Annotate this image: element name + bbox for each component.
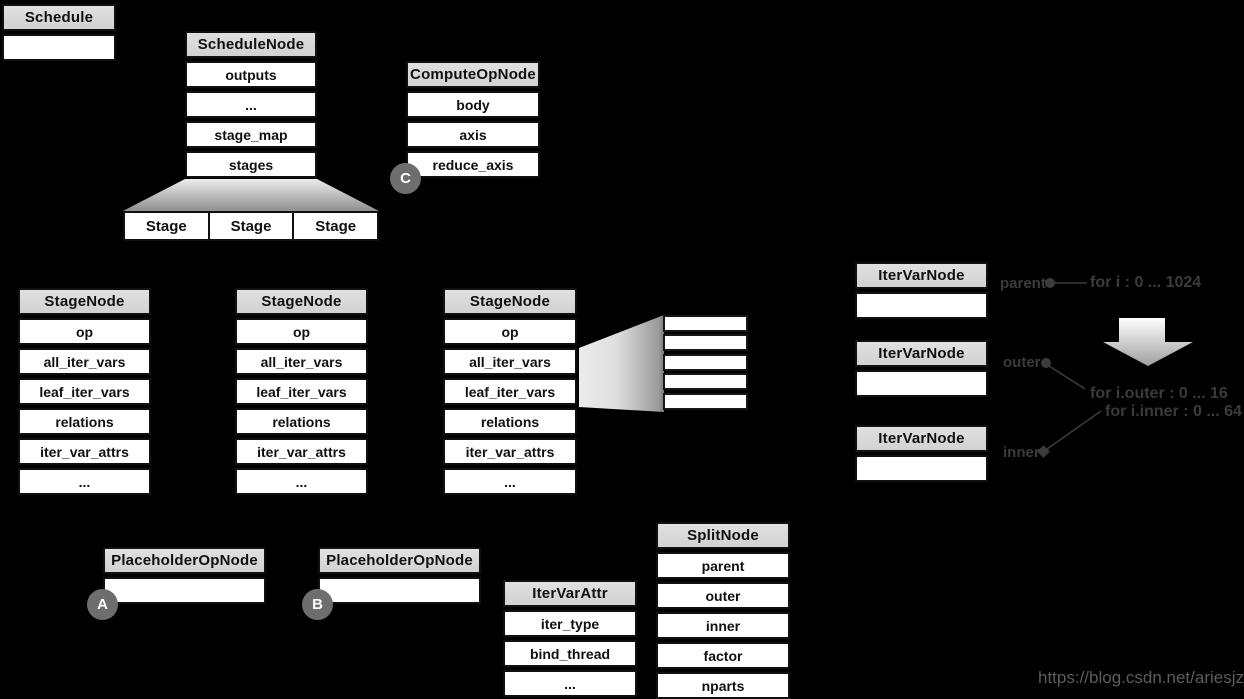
loop-inner-text: for i.inner : 0 ... 64	[1105, 403, 1242, 420]
table-row: iter_type	[503, 610, 637, 637]
table-empty-row	[103, 577, 266, 604]
table-empty-row	[855, 455, 988, 482]
table-iter-var-attr-header: IterVarAttr	[503, 580, 637, 607]
badge-c: C	[390, 163, 421, 194]
table-schedule-node-header: ScheduleNode	[185, 31, 317, 58]
badge-a: A	[87, 589, 118, 620]
table-row: factor	[656, 642, 790, 669]
table-schedule-empty-row	[2, 34, 116, 61]
loop-outer-text: for i.outer : 0 ... 16	[1090, 385, 1228, 402]
table-split-node-header: SplitNode	[656, 522, 790, 549]
expanded-list-row	[663, 334, 748, 352]
table-iter-var-node-header: IterVarNode	[855, 340, 988, 367]
expanded-list-row	[663, 392, 748, 410]
stage-cell: Stage	[207, 211, 295, 241]
table-row: op	[235, 318, 368, 345]
table-empty-row	[855, 370, 988, 397]
table-row: ...	[503, 670, 637, 697]
table-row: leaf_iter_vars	[18, 378, 151, 405]
table-stage-node-3: StageNode op all_iter_vars leaf_iter_var…	[443, 288, 577, 498]
table-iter-var-attr: IterVarAttr iter_type bind_thread ...	[503, 580, 637, 699]
table-iter-var-node-header: IterVarNode	[855, 262, 988, 289]
stage-cell: Stage	[123, 211, 210, 241]
stages-expansion-funnel	[123, 179, 379, 211]
table-row: inner	[656, 612, 790, 639]
table-schedule: Schedule	[2, 4, 116, 64]
table-row: nparts	[656, 672, 790, 699]
table-row: iter_var_attrs	[18, 438, 151, 465]
table-placeholder-op-node-b: PlaceholderOpNode	[318, 547, 481, 607]
table-row: stage_map	[185, 121, 317, 148]
table-row: all_iter_vars	[18, 348, 151, 375]
table-schedule-header: Schedule	[2, 4, 116, 31]
table-row: leaf_iter_vars	[235, 378, 368, 405]
table-stage-node-header: StageNode	[18, 288, 151, 315]
table-row: body	[406, 91, 540, 118]
table-row: iter_var_attrs	[443, 438, 577, 465]
table-row: reduce_axis	[406, 151, 540, 178]
table-row: parent	[656, 552, 790, 579]
table-row: stages	[185, 151, 317, 178]
expanded-list-row	[663, 373, 748, 391]
outer-label: outer	[1003, 354, 1041, 371]
expanded-list-row	[663, 353, 748, 371]
table-split-node: SplitNode parent outer inner factor npar…	[656, 522, 790, 699]
table-row: ...	[185, 91, 317, 118]
expanded-list-table	[663, 315, 748, 412]
table-row: ...	[443, 468, 577, 495]
iter-vars-expansion-funnel	[579, 315, 664, 412]
table-row: outer	[656, 582, 790, 609]
table-row: relations	[443, 408, 577, 435]
table-row: bind_thread	[503, 640, 637, 667]
table-empty-row	[855, 292, 988, 319]
table-stage-node-2: StageNode op all_iter_vars leaf_iter_var…	[235, 288, 368, 498]
table-row: axis	[406, 121, 540, 148]
badge-b: B	[302, 589, 333, 620]
parent-label: parent	[1000, 275, 1046, 292]
table-compute-op-node-header: ComputeOpNode	[406, 61, 540, 88]
table-row: outputs	[185, 61, 317, 88]
table-row: ...	[235, 468, 368, 495]
table-row: relations	[18, 408, 151, 435]
inner-label: inner	[1003, 444, 1040, 461]
table-compute-op-node: ComputeOpNode body axis reduce_axis	[406, 61, 540, 181]
loop-parent-text: for i : 0 ... 1024	[1090, 274, 1202, 291]
stage-cell: Stage	[292, 211, 380, 241]
stage-strip: Stage Stage Stage	[123, 211, 380, 241]
table-stage-node-header: StageNode	[443, 288, 577, 315]
table-placeholder-op-node-header: PlaceholderOpNode	[103, 547, 266, 574]
table-row: op	[443, 318, 577, 345]
table-row: all_iter_vars	[235, 348, 368, 375]
table-iter-var-node-header: IterVarNode	[855, 425, 988, 452]
table-placeholder-op-node-a: PlaceholderOpNode	[103, 547, 266, 607]
table-iter-var-node-3: IterVarNode	[855, 425, 988, 485]
expanded-list-row	[663, 315, 748, 332]
table-row: all_iter_vars	[443, 348, 577, 375]
table-row: iter_var_attrs	[235, 438, 368, 465]
table-placeholder-op-node-header: PlaceholderOpNode	[318, 547, 481, 574]
table-iter-var-node-1: IterVarNode	[855, 262, 988, 322]
table-empty-row	[318, 577, 481, 604]
watermark-url: https://blog.csdn.net/ariesjzj	[1038, 668, 1244, 687]
table-row: ...	[18, 468, 151, 495]
table-schedule-node: ScheduleNode outputs ... stage_map stage…	[185, 31, 317, 181]
table-stage-node-header: StageNode	[235, 288, 368, 315]
table-stage-node-1: StageNode op all_iter_vars leaf_iter_var…	[18, 288, 151, 498]
table-row: relations	[235, 408, 368, 435]
connector-lines	[1037, 278, 1102, 458]
table-row: op	[18, 318, 151, 345]
table-iter-var-node-2: IterVarNode	[855, 340, 988, 400]
table-row: leaf_iter_vars	[443, 378, 577, 405]
